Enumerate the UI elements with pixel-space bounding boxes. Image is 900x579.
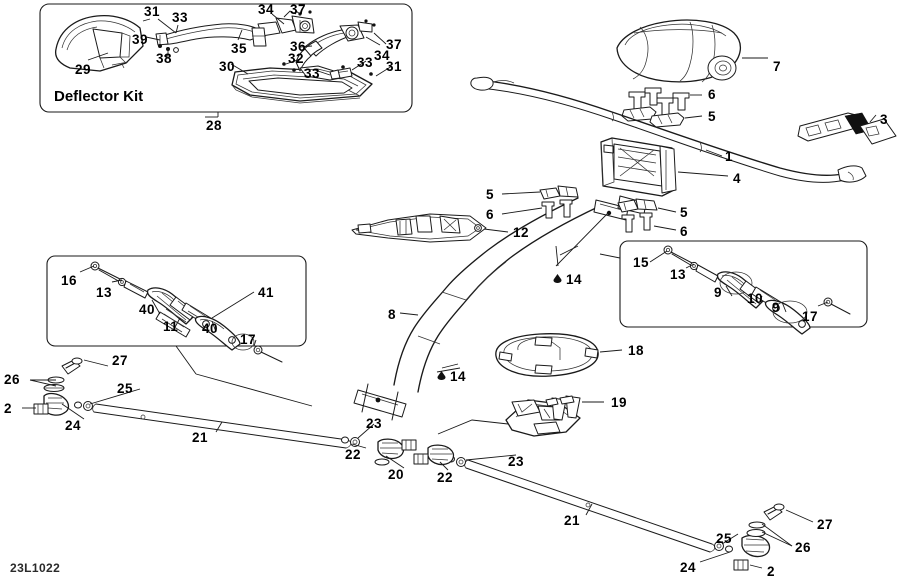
grease-leaders	[441, 245, 559, 369]
callout-5b: 5	[486, 187, 495, 202]
callout-14b: 14	[450, 369, 467, 384]
left-tierod-assembly	[79, 261, 283, 363]
drawing-watermark: 23L1022	[10, 561, 61, 575]
callout-18: 18	[628, 343, 645, 358]
callout-13a: 13	[96, 285, 113, 300]
deflector-kit-title: Deflector Kit	[54, 88, 144, 105]
callout-8: 8	[388, 307, 397, 322]
hardware-clamps-5	[621, 106, 703, 128]
deflector-panel-29	[54, 14, 144, 72]
callout-40b: 40	[202, 321, 219, 336]
callout-16: 16	[61, 273, 78, 288]
callout-27b: 27	[817, 517, 834, 532]
callout-21b: 21	[564, 513, 581, 528]
lower-left-draglink	[22, 357, 417, 469]
callout-33a: 33	[172, 10, 189, 25]
callout-13b: 13	[670, 267, 687, 282]
grease-symbol-1	[553, 274, 562, 283]
callout-6b: 6	[486, 207, 495, 222]
callout-17b: 17	[802, 309, 819, 324]
callout-41: 41	[258, 285, 275, 300]
callout-37b: 37	[386, 37, 403, 52]
callout-11: 11	[163, 319, 179, 334]
callout-2b: 2	[767, 564, 776, 579]
callout-24a: 24	[65, 418, 82, 433]
handlebar-riser-4	[600, 137, 729, 197]
callout-10: 10	[747, 291, 764, 306]
callout-26a: 26	[4, 372, 21, 387]
steering-bracket-19	[437, 395, 604, 437]
steering-cover-18	[495, 333, 623, 377]
hardware-set-mid-right	[617, 198, 677, 233]
deflector-leaders	[87, 10, 393, 77]
deflector-kit-box	[39, 3, 413, 118]
callout-39: 39	[132, 32, 149, 47]
deflector-bracket-36	[282, 19, 376, 81]
callout-36: 36	[290, 39, 307, 54]
callout-17a: 17	[240, 332, 257, 347]
callout-22b: 22	[437, 470, 454, 485]
callout-9b: 9	[772, 300, 781, 315]
callout-33b: 33	[357, 55, 374, 70]
callout-12: 12	[513, 225, 530, 240]
callout-6c: 6	[680, 224, 689, 239]
callout-22a: 22	[345, 447, 362, 462]
grease-symbol-2	[437, 371, 446, 380]
callout-14a: 14	[566, 272, 583, 287]
callout-6a: 6	[708, 87, 717, 102]
right-tierod-assembly	[649, 245, 851, 335]
callout-31a: 31	[144, 4, 161, 19]
callout-9a: 9	[714, 285, 723, 300]
lower-right-draglink	[413, 444, 814, 571]
left-tierod-box	[46, 255, 313, 407]
handlebar-bar-1	[470, 76, 867, 183]
callout-33c: 33	[304, 66, 321, 81]
callout-4: 4	[733, 171, 742, 186]
callout-40a: 40	[139, 302, 156, 317]
handlebar-pad-7	[616, 19, 768, 83]
right-tierod-box	[599, 240, 868, 328]
callout-31b: 31	[386, 59, 403, 74]
callout-26b: 26	[795, 540, 812, 555]
callout-38: 38	[156, 51, 173, 66]
callout-29: 29	[75, 62, 92, 77]
handlebar-grip-3	[797, 112, 897, 145]
callout-7: 7	[773, 59, 782, 74]
callout-19: 19	[611, 395, 628, 410]
callout-23a: 23	[366, 416, 383, 431]
callout-21a: 21	[192, 430, 209, 445]
hardware-bolts-6	[628, 87, 702, 116]
callout-5c: 5	[680, 205, 689, 220]
hardware-set-mid-left	[501, 185, 579, 219]
callout-35: 35	[231, 41, 248, 56]
callout-34b: 34	[374, 48, 391, 63]
callout-32: 32	[288, 51, 305, 66]
callout-25b: 25	[716, 531, 733, 546]
callout-34a: 34	[258, 2, 275, 17]
callout-20: 20	[388, 467, 405, 482]
callout-3: 3	[880, 112, 889, 127]
deflector-bracket-35	[155, 10, 315, 53]
callout-25a: 25	[117, 381, 134, 396]
callout-2a: 2	[4, 401, 13, 416]
callout-15: 15	[633, 255, 650, 270]
callout-28: 28	[206, 118, 223, 133]
callout-37a: 37	[290, 2, 307, 17]
steering-arm-12	[351, 213, 509, 243]
callout-30: 30	[219, 59, 236, 74]
callout-1: 1	[725, 149, 734, 164]
callout-5a: 5	[708, 109, 717, 124]
callout-23b: 23	[508, 454, 525, 469]
callout-24b: 24	[680, 560, 697, 575]
callout-27a: 27	[112, 353, 129, 368]
